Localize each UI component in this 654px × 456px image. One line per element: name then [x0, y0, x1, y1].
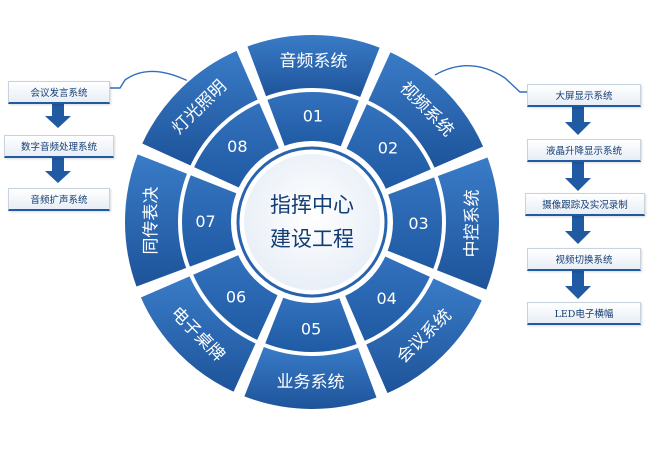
center-circle [244, 154, 380, 290]
segment-number-07: 07 [195, 212, 215, 231]
right-arrow-1 [565, 104, 591, 135]
left-box-conference-speech: 会议发言系统 [8, 81, 110, 104]
segment-inner-04 [342, 253, 433, 344]
left-connector-line [60, 70, 191, 89]
segment-inner-07 [180, 172, 239, 270]
segment-label-05: 业务系统 [277, 372, 345, 393]
right-box-label: 大屏显示系统 [555, 91, 613, 102]
center-title-line1: 指挥中心 [270, 193, 354, 217]
right-connector-line [434, 65, 555, 93]
right-box-large-screen: 大屏显示系统 [527, 84, 641, 107]
right-arrow-group [565, 104, 591, 299]
right-box-video-switch: 视频切换系统 [527, 248, 641, 271]
right-box-camera-tracking: 摄像跟踪及实况录制 [525, 193, 645, 216]
segment-outer-02 [365, 49, 486, 171]
segment-outer-08 [139, 48, 261, 169]
segment-number-02: 02 [378, 138, 398, 157]
left-box-digital-audio: 数字音频处理系统 [4, 135, 114, 158]
right-box-label: 视频切换系统 [555, 255, 613, 266]
right-arrow-4 [565, 268, 591, 299]
segment-inner-01 [264, 90, 362, 149]
segment-inner-02 [343, 101, 434, 192]
left-box-label: 音频扩声系统 [30, 195, 88, 206]
segment-label-01: 音频系统 [279, 51, 347, 72]
segment-number-03: 03 [408, 214, 428, 233]
segment-label-03: 中控系统 [462, 189, 483, 257]
segment-inner-08 [191, 100, 282, 191]
left-arrow-1 [45, 100, 71, 128]
segment-number-05: 05 [301, 319, 321, 338]
segment-number-01: 01 [303, 107, 323, 126]
segment-number-06: 06 [226, 288, 246, 307]
right-box-lcd-lift: 液晶升降显示系统 [527, 139, 641, 162]
right-arrow-3 [565, 213, 591, 244]
segment-inner-03 [385, 174, 444, 272]
segment-outer-06 [138, 273, 259, 395]
segment-number-08: 08 [227, 137, 247, 156]
segment-inner-05 [262, 295, 360, 354]
right-box-led-banner: LED电子横幅 [527, 302, 641, 325]
left-box-label: 数字音频处理系统 [20, 142, 97, 153]
segment-outer-03 [434, 154, 501, 293]
left-box-audio-amplification: 音频扩声系统 [8, 188, 110, 211]
segment-outer-01 [244, 33, 383, 100]
right-box-label: 液晶升降显示系统 [545, 146, 622, 157]
center-circle-outline [236, 146, 388, 298]
center-title-line2: 建设工程 [270, 227, 354, 251]
segment-inner-06 [190, 252, 281, 343]
right-box-label: LED电子横幅 [554, 309, 614, 320]
right-box-label: 摄像跟踪及实况录制 [542, 200, 628, 211]
segment-label-07: 同传表决 [141, 187, 162, 255]
segment-outer-04 [363, 275, 485, 396]
segment-outer-05 [241, 344, 380, 411]
segment-outer-07 [123, 151, 190, 290]
segment-number-04: 04 [376, 289, 396, 308]
right-arrow-2 [565, 160, 591, 191]
left-box-label: 会议发言系统 [30, 88, 88, 99]
left-arrow-group [45, 100, 71, 183]
left-arrow-2 [45, 155, 71, 183]
